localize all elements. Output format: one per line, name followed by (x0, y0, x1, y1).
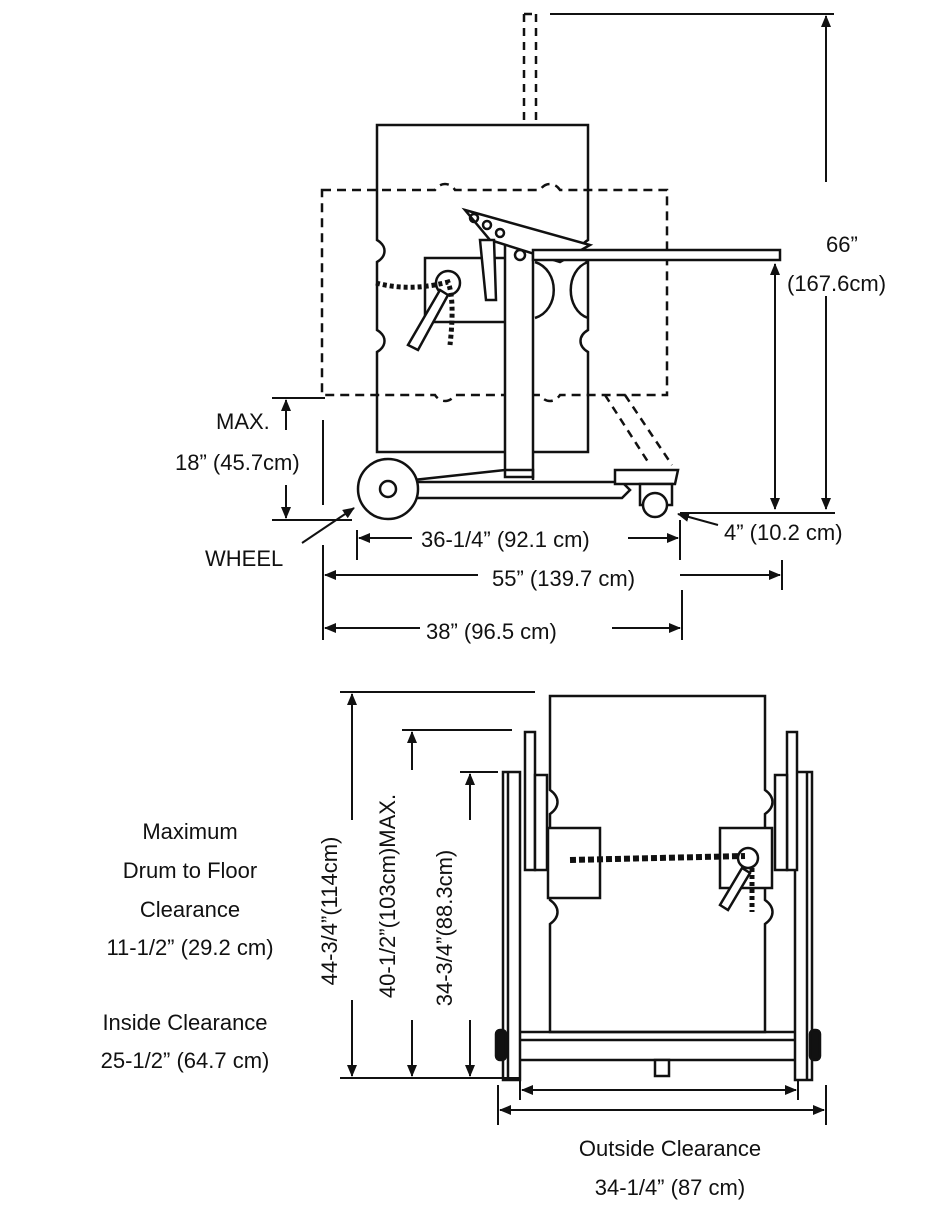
caster-plate (613, 468, 680, 486)
caster-swing-dashed (603, 394, 674, 466)
side-chain (375, 279, 455, 346)
height-34-label: 34-3/4”(88.3cm) (432, 849, 457, 1007)
right-bracket (785, 730, 799, 872)
wheelbase-label: 36-1/4” (92.1 cm) (421, 527, 590, 552)
front-view (494, 694, 822, 1082)
base-strut (394, 468, 535, 484)
left-bracket (523, 730, 537, 872)
front-chain (569, 853, 746, 863)
base-length-label: 38” (96.5 cm) (426, 619, 557, 644)
drum-floor-value: 11-1/2” (29.2 cm) (106, 935, 274, 960)
inside-clearance-value: 25-1/2” (64.7 cm) (100, 1048, 270, 1073)
drum-floor-line-3: Clearance (139, 897, 241, 922)
pivot-link (478, 238, 498, 302)
front-lever (718, 866, 752, 912)
caster-wheel (641, 491, 669, 519)
raised-mast-dashed (522, 12, 538, 145)
rear-wheel (356, 457, 420, 521)
lever-handle (406, 288, 450, 352)
outside-clearance-label: Outside Clearance (578, 1136, 762, 1161)
height-44-label: 44-3/4”(114cm) (317, 836, 342, 986)
front-dimensions (340, 691, 827, 1125)
side-view (320, 12, 782, 521)
overall-length-label: 55” (139.7 cm) (492, 566, 636, 591)
tilted-drum-dashed (320, 182, 669, 403)
bottom-crossbar (520, 1030, 795, 1062)
height-167-label: (167.6cm) (787, 271, 887, 296)
max-label: MAX. (216, 409, 270, 434)
height-40-label: 40-1/2”(103cm)MAX. (375, 793, 400, 999)
left-clamp-pad (546, 826, 602, 900)
left-wheel (494, 1028, 508, 1062)
caster-4-label: 4” (10.2 cm) (724, 520, 843, 545)
inside-clearance-label: Inside Clearance (102, 1010, 268, 1035)
height-66-label: 66” (826, 232, 858, 257)
side-dimensions (272, 13, 835, 640)
wheel-label: WHEEL (205, 546, 284, 571)
right-wheel (808, 1028, 822, 1062)
base-rail (383, 480, 632, 500)
center-stop (653, 1058, 671, 1078)
handle-bar (531, 248, 782, 262)
lift-18-label: 18” (45.7cm) (175, 450, 300, 475)
outside-clearance-value: 34-1/4” (87 cm) (594, 1175, 746, 1200)
drum-cap-arcs (534, 260, 589, 320)
drum-floor-line-2: Drum to Floor (122, 858, 258, 883)
drum-floor-line-1: Maximum (142, 819, 238, 844)
mast (503, 240, 535, 479)
